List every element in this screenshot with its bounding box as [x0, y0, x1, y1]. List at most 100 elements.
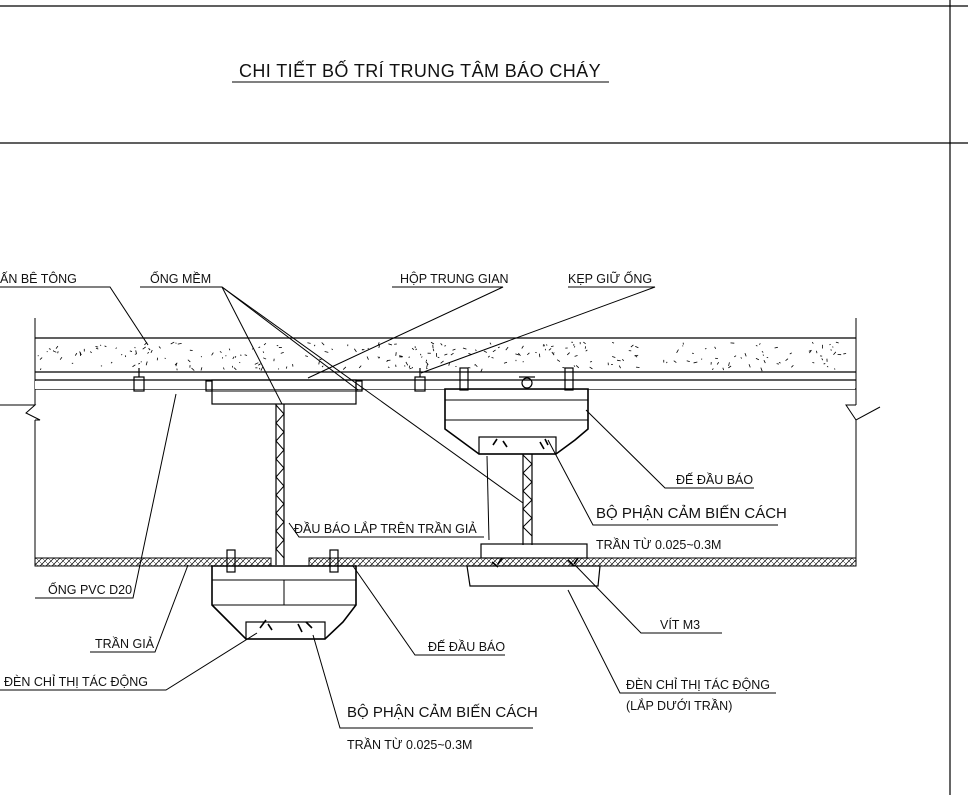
concrete-speckle	[763, 359, 766, 364]
concrete-speckle	[120, 353, 123, 356]
concrete-speckle	[553, 352, 555, 354]
concrete-speckle	[263, 357, 267, 360]
label-sensor-left-2: TRẦN TỪ 0.025~0.3M	[347, 737, 472, 752]
concrete-speckle	[550, 345, 554, 348]
concrete-speckle	[40, 368, 42, 371]
concrete-speckle	[305, 355, 309, 357]
concrete-speckle	[174, 362, 178, 366]
concrete-speckle	[548, 348, 552, 351]
concrete-speckle	[589, 361, 593, 363]
concrete-speckle	[556, 359, 561, 362]
concrete-speckle	[503, 361, 508, 364]
concrete-speckle	[809, 350, 812, 354]
label-detector-base-left: ĐẾ ĐẦU BÁO	[428, 639, 505, 654]
label-indicator-left: ĐÈN CHỈ THỊ TÁC ĐỘNG	[4, 674, 148, 689]
concrete-speckle	[158, 346, 161, 349]
concrete-speckle	[244, 354, 248, 356]
concrete-speckle	[437, 356, 440, 359]
concrete-speckle	[785, 358, 789, 361]
concrete-speckle	[789, 352, 792, 355]
concrete-speckle	[147, 352, 150, 354]
concrete-speckle	[79, 351, 82, 356]
concrete-speckle	[733, 355, 737, 358]
concrete-speckle	[222, 367, 225, 370]
concrete-speckle	[444, 353, 448, 356]
concrete-speckle	[505, 346, 509, 351]
concrete-speckle	[321, 342, 325, 346]
concrete-speckle	[145, 361, 148, 366]
concrete-speckle	[583, 341, 586, 345]
concrete-speckle	[612, 342, 615, 344]
concrete-speckle	[714, 346, 717, 349]
concrete-speckle	[307, 342, 311, 344]
concrete-speckle	[39, 357, 43, 360]
label-indicator-right-2: (LẮP DƯỚI TRẦN)	[626, 698, 732, 713]
concrete-speckle	[135, 350, 137, 355]
concrete-speckle	[378, 345, 380, 349]
concrete-slab	[0, 318, 881, 560]
concrete-speckle	[115, 347, 118, 349]
concrete-speckle	[760, 367, 763, 372]
concrete-speckle	[219, 351, 222, 353]
concrete-speckle	[89, 351, 92, 354]
concrete-speckle	[150, 349, 153, 354]
concrete-speckle	[57, 351, 59, 354]
concrete-speckle	[440, 360, 444, 364]
concrete-speckle	[693, 361, 698, 364]
concrete-speckle	[280, 352, 284, 354]
concrete-speckle	[778, 361, 781, 364]
concrete-speckle	[622, 358, 625, 362]
label-flex-conduit: ỐNG MỀM	[150, 271, 211, 286]
concrete-speckle	[388, 343, 393, 346]
concrete-speckle	[462, 347, 467, 350]
concrete-speckle	[630, 344, 634, 348]
concrete-speckle	[409, 367, 412, 370]
concrete-speckle	[411, 366, 414, 369]
concrete-speckle	[138, 363, 141, 365]
concrete-speckle	[762, 354, 764, 356]
concrete-speckle	[492, 349, 496, 353]
label-pvc-pipe: ỐNG PVC D20	[48, 582, 132, 597]
concrete-speckle	[474, 364, 476, 366]
concrete-speckle	[440, 343, 443, 346]
concrete-speckle	[666, 361, 668, 364]
detector-right-slab	[444, 367, 589, 455]
concrete-speckle	[399, 355, 403, 357]
concrete-speckle	[716, 361, 720, 365]
concrete-speckle	[776, 363, 780, 365]
concrete-speckle	[740, 357, 742, 359]
concrete-speckle	[276, 344, 279, 347]
concrete-speckle	[450, 352, 454, 356]
concrete-speckle	[134, 346, 136, 349]
concrete-speckle	[475, 349, 477, 352]
concrete-speckle	[425, 361, 429, 365]
concrete-speckle	[321, 365, 324, 368]
concrete-speckle	[491, 356, 494, 359]
concrete-speckle	[99, 344, 102, 346]
label-junction-box: HỘP TRUNG GIAN	[400, 271, 509, 286]
concrete-speckle	[834, 368, 836, 370]
label-false-ceiling: TRẦN GIẢ	[95, 636, 155, 651]
concrete-speckle	[711, 368, 714, 370]
concrete-speckle	[358, 365, 362, 369]
concrete-speckle	[811, 341, 814, 344]
concrete-speckle	[95, 347, 99, 350]
concrete-speckle	[566, 352, 570, 356]
labels: ẤN BÊ TÔNG ỐNG MỀM HỘP TRUNG GIAN KẸP GI…	[0, 271, 787, 752]
concrete-speckle	[497, 346, 500, 349]
concrete-speckle	[748, 364, 751, 368]
concrete-speckle	[313, 344, 316, 347]
concrete-speckle	[53, 350, 57, 353]
concrete-speckle	[405, 361, 409, 366]
label-slab: ẤN BÊ TÔNG	[0, 271, 77, 286]
concrete-speckle	[148, 348, 151, 351]
concrete-speckle	[432, 348, 435, 352]
concrete-speckle	[521, 345, 524, 349]
concrete-speckle	[110, 361, 113, 364]
concrete-speckle	[426, 364, 428, 368]
concrete-speckle	[791, 364, 794, 368]
concrete-speckle	[200, 356, 203, 358]
concrete-speckle	[366, 356, 369, 360]
concrete-speckle	[420, 353, 422, 356]
